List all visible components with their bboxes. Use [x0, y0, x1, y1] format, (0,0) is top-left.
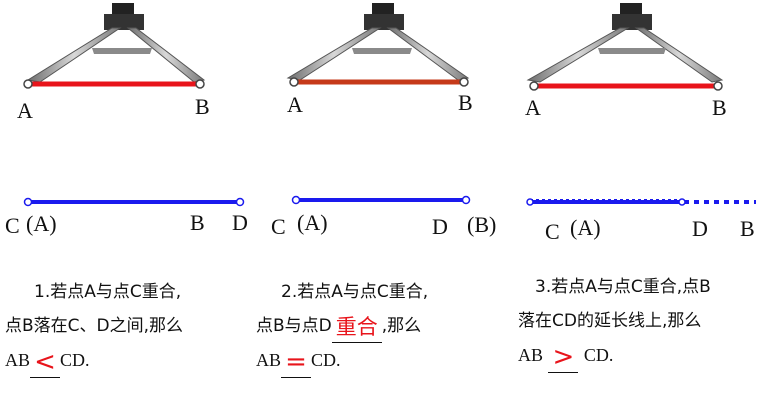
caption-2-line-2-pre: 点B与点D	[256, 316, 332, 336]
answer-blank-3: >	[548, 344, 579, 373]
caption-2-cd: CD.	[311, 350, 341, 370]
label-c-2: C	[271, 214, 286, 239]
label-c-1: C	[5, 213, 20, 238]
label-a-3: A	[525, 95, 541, 120]
point-a-3	[529, 81, 539, 91]
point-d-1	[235, 197, 245, 207]
label-a-2: A	[287, 92, 303, 117]
label-b-2: B	[458, 90, 473, 115]
label-b-3: B	[712, 95, 727, 120]
caption-1-line-2: 点B落在C、D之间,那么	[5, 316, 184, 336]
compass-1-icon	[26, 3, 206, 83]
point-b-2	[459, 77, 469, 87]
label-d-2: D	[432, 214, 448, 239]
label-c-3: C	[545, 219, 560, 244]
answer-blank-2a: 重合	[331, 314, 382, 343]
label-ca-1: (A)	[26, 211, 57, 236]
label-a-1: A	[17, 98, 33, 123]
label-b-bottom-3: B	[740, 216, 755, 241]
point-c-2	[291, 195, 301, 205]
point-d-3	[678, 198, 686, 206]
caption-3: 3.若点A与点C重合,点B 落在CD的延长线上,那么 AB > CD.	[518, 270, 711, 373]
caption-2-line-2-post: ,那么	[381, 316, 422, 336]
point-c-3	[526, 198, 534, 206]
caption-1: 1.若点A与点C重合, 点B落在C、D之间,那么 AB<CD.	[5, 275, 183, 378]
caption-3-line-2: 落在CD的延长线上,那么	[518, 311, 702, 331]
compass-3-icon	[526, 3, 724, 83]
point-c-1	[23, 197, 33, 207]
label-d-1: D	[232, 210, 248, 235]
point-b-1	[195, 79, 205, 89]
label-bb-2: (B)	[467, 212, 496, 237]
point-a-2	[289, 77, 299, 87]
caption-1-line-1: 1.若点A与点C重合,	[34, 282, 182, 302]
point-d-2	[461, 195, 471, 205]
compass-2-icon	[286, 3, 470, 81]
label-b-bottom-1: B	[190, 210, 205, 235]
label-ca-3: (A)	[570, 215, 601, 240]
answer-blank-1: <	[30, 349, 61, 378]
caption-2-line-1: 2.若点A与点C重合,	[281, 282, 429, 302]
caption-3-line-3: AB > CD.	[518, 338, 711, 373]
label-ca-2: (A)	[297, 210, 328, 235]
caption-2-ab: AB	[256, 350, 282, 370]
label-d-3: D	[692, 216, 708, 241]
answer-blank-2b: =	[281, 349, 312, 378]
caption-2-line-3: AB=CD.	[256, 343, 428, 378]
caption-1-ab: AB	[5, 350, 31, 370]
caption-1-line-3: AB<CD.	[5, 343, 183, 378]
point-b-3	[713, 81, 723, 91]
point-a-1	[23, 79, 33, 89]
caption-1-cd: CD.	[60, 350, 90, 370]
label-b-1: B	[195, 94, 210, 119]
caption-3-line-1: 3.若点A与点C重合,点B	[535, 277, 711, 297]
caption-3-ab: AB	[518, 345, 544, 365]
caption-3-cd: CD.	[583, 345, 614, 365]
